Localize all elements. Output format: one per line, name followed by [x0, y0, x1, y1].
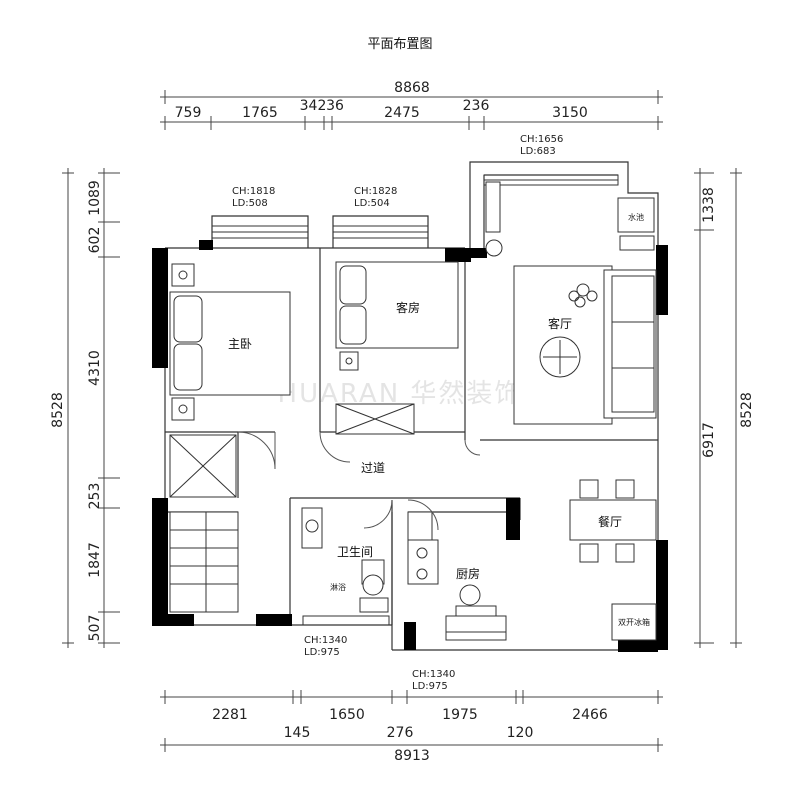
fridge-label: 双开冰箱 — [618, 617, 650, 627]
kitchen-label: 厨房 — [456, 566, 480, 581]
guest-window-ld: LD:504 — [354, 198, 390, 209]
left-dimension-lines — [62, 168, 120, 648]
left-dimension-6: 507 — [87, 615, 103, 642]
bottom-dimension-7: 120 — [507, 725, 534, 741]
bottom-dimension-2: 1650 — [329, 707, 365, 723]
left-dimension-5: 1847 — [87, 542, 103, 578]
kitchen-window-ld: LD:975 — [412, 681, 448, 692]
door-swings — [237, 431, 481, 531]
top-dimension-2: 1765 — [242, 105, 278, 121]
top-dimension-lines — [160, 90, 663, 130]
top-dimension-3: 342 — [300, 98, 327, 114]
top-total-dimension: 8868 — [394, 80, 430, 96]
right-dimension-2: 6917 — [701, 422, 717, 458]
windows — [211, 174, 619, 641]
master-window-ld: LD:508 — [232, 198, 268, 209]
solid-walls — [152, 240, 668, 652]
bottom-dimension-lines — [160, 690, 663, 752]
bath-window-ld: LD:975 — [304, 647, 340, 658]
living-window-ch: CH:1656 — [520, 134, 563, 145]
living-room-label: 客厅 — [548, 316, 572, 331]
bath-window-ch: CH:1340 — [304, 635, 347, 646]
sink-label: 水池 — [628, 212, 644, 222]
bottom-dimension-4: 2466 — [572, 707, 608, 723]
top-dimension-1: 759 — [175, 105, 202, 121]
bathroom-label: 卫生间 — [337, 545, 373, 559]
left-dimension-3: 4310 — [87, 350, 103, 386]
top-dimension-6: 236 — [463, 98, 490, 114]
top-dimension-5: 2475 — [384, 105, 420, 121]
right-total-dimension: 8528 — [739, 392, 755, 428]
kitchen-window-ch: CH:1340 — [412, 669, 455, 680]
guest-room-label: 客房 — [396, 300, 420, 315]
right-dimension-lines — [694, 168, 742, 648]
master-window-ch: CH:1818 — [232, 186, 275, 197]
left-dimension-1: 1089 — [87, 180, 103, 216]
bottom-dimension-6: 276 — [387, 725, 414, 741]
corridor-label: 过道 — [361, 461, 385, 475]
living-window-ld: LD:683 — [520, 146, 556, 157]
top-dimension-7: 3150 — [552, 105, 588, 121]
plan-title: 平面布置图 — [367, 37, 432, 52]
guest-window-ch: CH:1828 — [354, 186, 397, 197]
left-dimension-2: 602 — [87, 227, 103, 254]
shower-label: 淋浴 — [330, 582, 346, 592]
bottom-total-dimension: 8913 — [394, 748, 430, 764]
left-dimension-4: 253 — [87, 483, 103, 510]
dining-room-label: 餐厅 — [598, 514, 622, 529]
bottom-dimension-5: 145 — [284, 725, 311, 741]
left-total-dimension: 8528 — [50, 392, 66, 428]
top-dimension-4: 36 — [326, 98, 344, 114]
bottom-dimension-1: 2281 — [212, 707, 248, 723]
right-dimension-1: 1338 — [701, 187, 717, 223]
bottom-dimension-3: 1975 — [442, 707, 478, 723]
furniture — [169, 181, 657, 641]
master-bedroom-label: 主卧 — [228, 337, 252, 351]
